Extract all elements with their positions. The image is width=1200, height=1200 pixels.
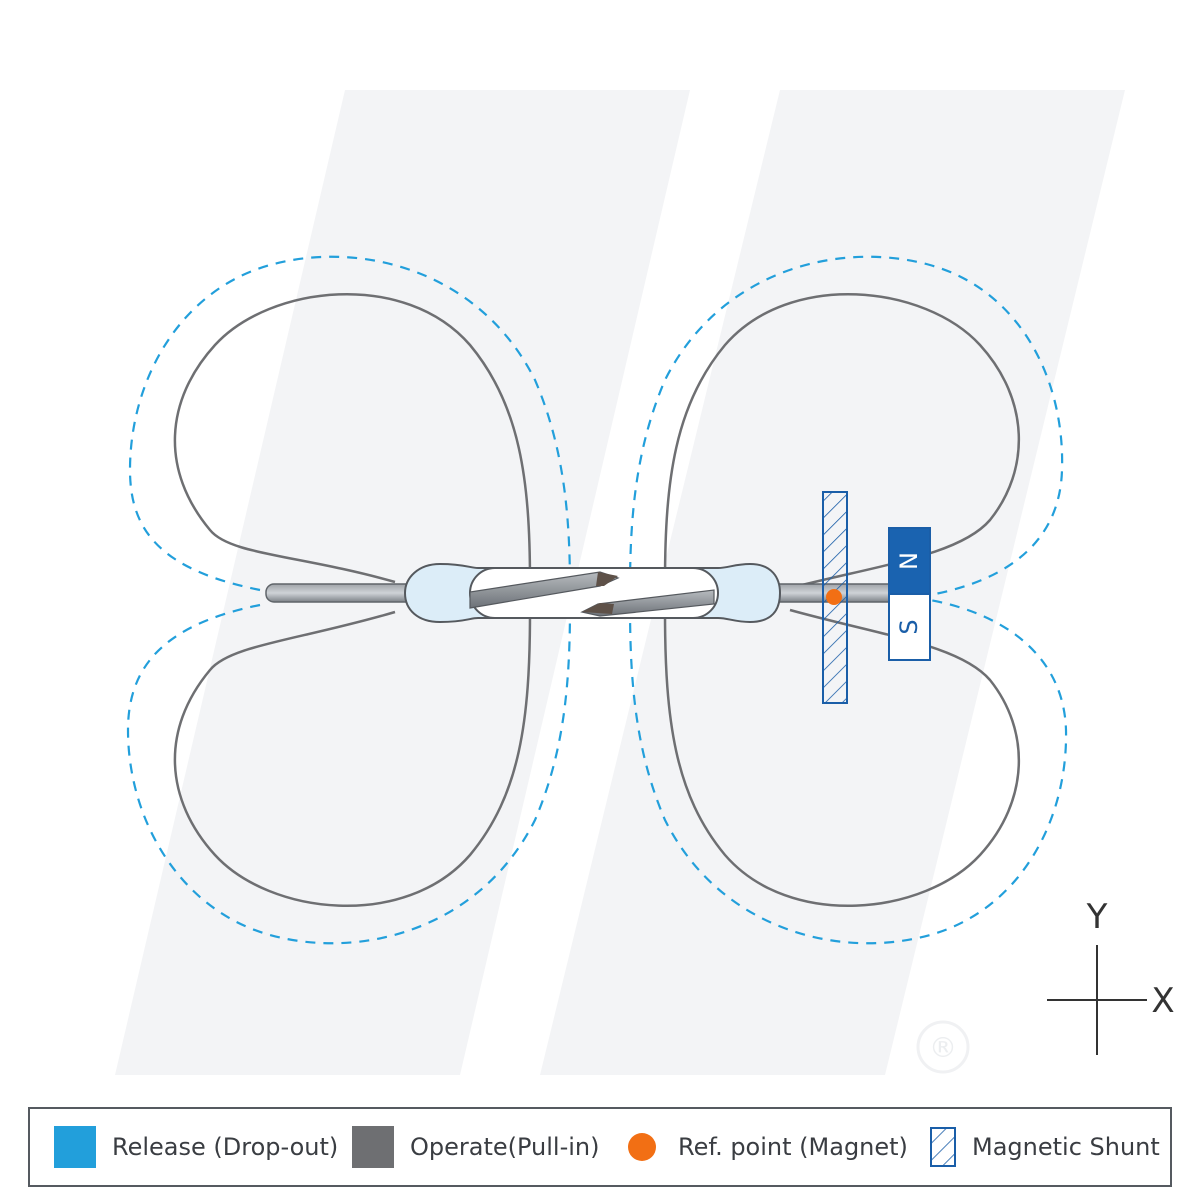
release-lobe-bottom-left: [126, 603, 572, 945]
legend-label-ref-point: Ref. point (Magnet): [678, 1133, 908, 1161]
legend-item-shunt: Magnetic Shunt: [930, 1109, 1160, 1185]
legend-label-operate: Operate(Pull-in): [410, 1133, 600, 1161]
release-lobes: [126, 255, 1068, 945]
reed-blade-left: [469, 571, 620, 609]
axis-x-label: X: [1151, 981, 1174, 1021]
ref-point-marker: [826, 589, 842, 605]
operate-lobe-top-left: [173, 293, 532, 584]
legend-item-operate: Operate(Pull-in): [352, 1109, 600, 1185]
magnet: N S: [888, 527, 931, 661]
release-lobe-bottom-right: [628, 598, 1068, 945]
reed-contact-left: [596, 572, 618, 586]
magnet-north-label: N: [895, 552, 923, 570]
operate-lobe-top-right: [663, 293, 1021, 590]
magnet-south-label: S: [895, 619, 923, 634]
release-lobe-top-left: [128, 255, 572, 592]
hatch-swatch-icon: [930, 1127, 956, 1167]
legend-item-ref-point: Ref. point (Magnet): [628, 1109, 908, 1185]
legend-label-release: Release (Drop-out): [112, 1133, 339, 1161]
axis-indicator: Y X: [1047, 897, 1175, 1055]
operate-lobe-bottom-left: [173, 610, 532, 907]
reed-blade-right: [580, 589, 715, 617]
reed-lead-left: [265, 583, 417, 603]
operate-lobe-bottom-right: [663, 608, 1021, 907]
axis-y-label: Y: [1086, 897, 1108, 937]
legend: Release (Drop-out) Operate(Pull-in) Ref.…: [28, 1107, 1172, 1187]
release-swatch-icon: [54, 1126, 96, 1168]
reed-switch: [265, 562, 893, 624]
legend-label-shunt: Magnetic Shunt: [972, 1133, 1160, 1161]
release-lobe-top-right: [628, 255, 1064, 597]
legend-item-release: Release (Drop-out): [54, 1109, 338, 1185]
registered-mark: ®: [929, 1031, 957, 1064]
magnet-north-pole: [888, 527, 931, 595]
ref-point-swatch-icon: [628, 1133, 656, 1161]
operate-swatch-icon: [352, 1126, 394, 1168]
operate-lobes: [173, 293, 1021, 907]
reed-contact-right: [582, 603, 614, 614]
magnet-south-pole: [888, 593, 931, 661]
